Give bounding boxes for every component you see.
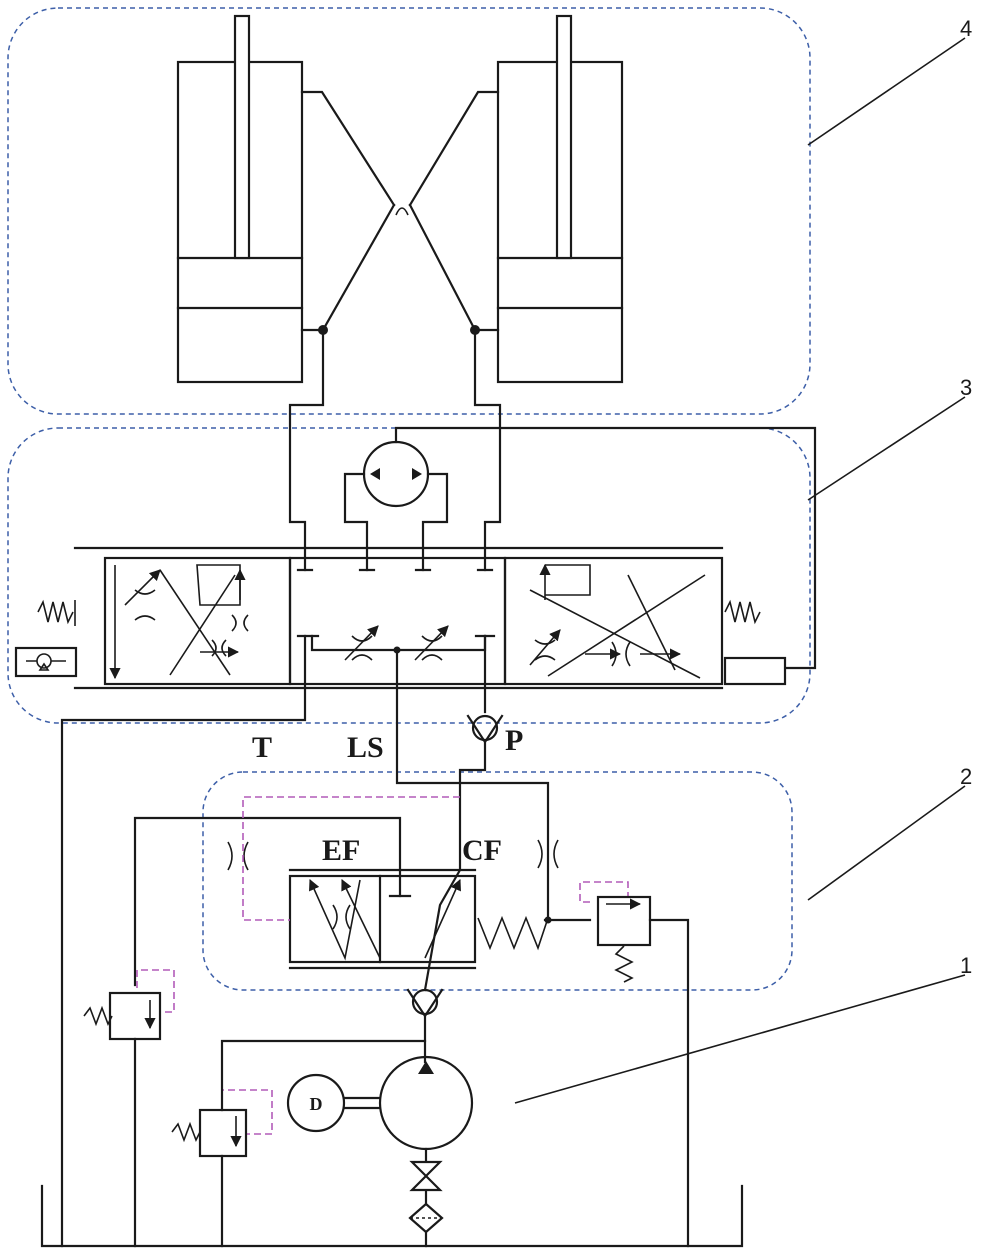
hydraulic-motor [343,426,817,670]
callout-3: 3 [960,375,972,400]
label-ef: EF [322,834,360,867]
relief-valve-compensator-spring [596,895,690,1248]
port-lines [60,634,550,1248]
hydraulic-cylinder-left [176,14,304,384]
group-boundaries [7,7,811,991]
callout-2: 2 [960,764,972,789]
shutoff-valve [409,1160,443,1192]
group-2-compensator-boundary [202,771,793,991]
cross-connection-lines [288,90,502,550]
proportional-directional-valve [14,546,787,690]
orifices [227,839,559,871]
reservoir-tank [40,1184,744,1248]
check-valve-p-port [466,714,504,745]
priority-compensator-valve [133,816,592,987]
port-label-ls: LS [347,731,384,764]
callout-leaders [514,37,966,1104]
callout-4: 4 [960,16,972,41]
group-3-valve-boundary [7,427,811,724]
drive-motor [286,1073,346,1133]
callout-1: 1 [960,953,972,978]
hydraulic-pump [343,1055,474,1248]
port-label-p: P [505,724,523,757]
relief-valve-left-upper [83,991,162,1248]
drive-motor-label: D [310,1094,323,1114]
port-label-t: T [252,731,272,764]
hydraulic-cylinder-right [496,14,624,384]
suction-filter [408,1202,444,1234]
pilot-lines [136,796,629,1135]
check-valve-pump-outlet [406,988,444,1064]
label-cf: CF [462,834,502,867]
group-4-actuators-boundary [7,7,811,415]
relief-valve-left-lower [171,1039,427,1248]
